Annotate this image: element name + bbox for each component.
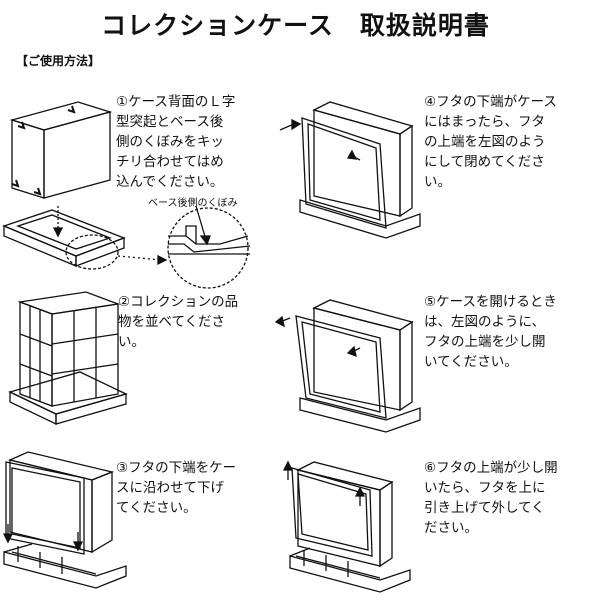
usage-heading: 【ご使用方法】 xyxy=(16,54,101,68)
figure-case-and-base xyxy=(2,101,126,267)
step-2-text: ②コレクションの品 物を並べてくださ い。 xyxy=(118,294,239,350)
document-title: コレクションケース 取扱説明書 xyxy=(101,11,490,40)
figure-lid-closing xyxy=(279,101,421,239)
step-5-text: ⑤ケースを開けるとき は、左図のように、 フタの上端を少し開 いてください。 xyxy=(424,294,557,370)
step-4-text: ④フタの下端がケース にはまったら、フタ の上端を左図のよう にして閉めてくださ… xyxy=(424,94,557,190)
step-1-text: ①ケース背面のＬ字 型突起とベース後 側のくぼみをキッ チリ合わせてはめ 込んで… xyxy=(116,94,236,190)
step-6-text: ⑥フタの上端が少し開 いたら、フタを上に 引き上げて外してく ださい。 xyxy=(424,460,558,536)
figure-lid-lowering xyxy=(2,451,127,589)
callout-base-recess-label: ベース後側のくぼみ xyxy=(148,198,238,209)
figure-base-recess-detail xyxy=(65,205,251,289)
step-3-text: ③フタの下端をケー スに沿わせて下げ てください。 xyxy=(116,460,237,516)
figure-lid-lifting xyxy=(282,460,411,593)
figure-shelf-compartments xyxy=(8,291,128,426)
figure-lid-opening xyxy=(274,299,421,433)
